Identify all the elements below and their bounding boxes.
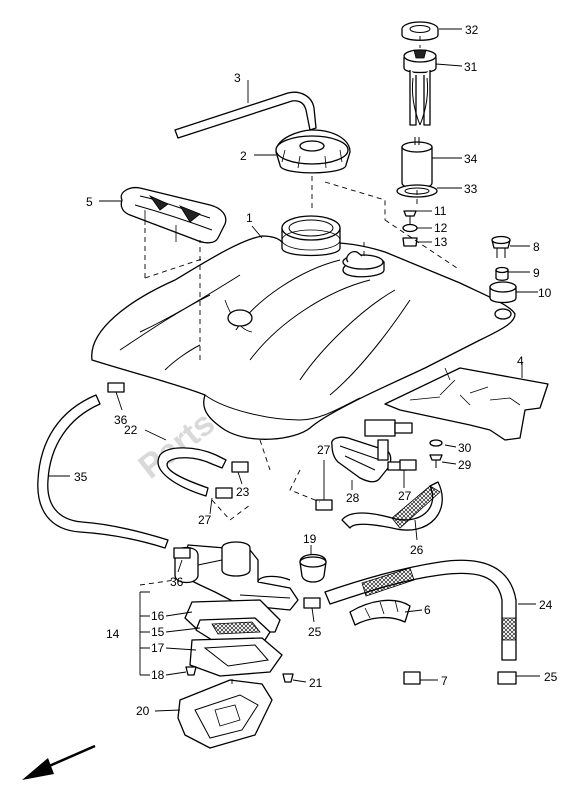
- callout-23: 23: [236, 485, 250, 499]
- fuel-tank: [91, 215, 516, 440]
- callout-36b: 36: [170, 575, 184, 589]
- callout-19: 19: [303, 532, 317, 546]
- callout-36a: 36: [114, 413, 128, 427]
- screw-18: [185, 666, 197, 676]
- callout-7: 7: [441, 674, 448, 688]
- callout-21: 21: [309, 676, 323, 690]
- filler-neck: [281, 215, 341, 257]
- callout-5: 5: [86, 195, 93, 209]
- clamp-7: [403, 671, 421, 685]
- seat-cushion-rubber: [120, 186, 227, 244]
- assembly-lines: [139, 36, 461, 684]
- rubber-pad-6: [349, 599, 411, 626]
- callout-18: 18: [151, 668, 165, 682]
- nut-13: [402, 237, 418, 247]
- clamp-27b: [315, 499, 333, 511]
- hose-26: [341, 481, 443, 531]
- callout-30: 30: [458, 441, 472, 455]
- tank-guard-plate: [384, 367, 549, 441]
- callout-14: 14: [106, 627, 120, 641]
- callout-labels: 1 2 3 4 5 6 7 8 9 10 11 12 13 14 15 16 1…: [74, 23, 558, 718]
- callout-2: 2: [240, 149, 247, 163]
- drain-hose-35: [37, 394, 169, 549]
- clamp-27a: [215, 487, 233, 499]
- breather-hose: [174, 91, 317, 139]
- front-direction-arrow-icon: [22, 744, 96, 780]
- callout-27b: 27: [317, 443, 331, 457]
- callout-33: 33: [464, 182, 478, 196]
- clamp-36b: [173, 547, 191, 559]
- callout-17: 17: [151, 641, 165, 655]
- callout-12: 12: [434, 221, 448, 235]
- clamp-27c: [399, 459, 417, 471]
- bolt-8: [491, 235, 511, 258]
- callout-10: 10: [538, 286, 552, 300]
- screw-21: [282, 673, 294, 683]
- screw-29: [429, 454, 443, 468]
- washer-12: [402, 223, 418, 233]
- callout-31: 31: [464, 60, 478, 74]
- float-tube-34: [401, 137, 433, 189]
- clamp-25b: [497, 671, 517, 685]
- callout-24: 24: [539, 598, 553, 612]
- pump-cover-20: [177, 679, 273, 749]
- fuel-cap: [275, 129, 351, 174]
- leader-lines: [48, 28, 540, 712]
- callout-15: 15: [151, 625, 165, 639]
- cushion-10: [489, 281, 517, 304]
- callout-20: 20: [136, 704, 150, 718]
- callout-25a: 25: [308, 625, 322, 639]
- callout-22: 22: [124, 423, 138, 437]
- callout-27c: 27: [398, 489, 412, 503]
- callout-34: 34: [464, 152, 478, 166]
- collar-9: [495, 266, 509, 281]
- callout-16: 16: [151, 609, 165, 623]
- callout-6: 6: [424, 603, 431, 617]
- callout-29: 29: [458, 458, 472, 472]
- callout-8: 8: [533, 240, 540, 254]
- fuel-level-sender-31: [403, 49, 437, 126]
- clamp-23: [231, 461, 249, 473]
- callout-11: 11: [434, 204, 447, 218]
- washer-30: [429, 439, 443, 447]
- pump-base-17: [189, 637, 283, 677]
- callout-4: 4: [517, 354, 524, 368]
- callout-28: 28: [346, 491, 360, 505]
- callout-9: 9: [533, 266, 540, 280]
- fuel-pump: [174, 541, 299, 611]
- clamp-36a: [107, 382, 125, 393]
- callout-1: 1: [246, 211, 253, 225]
- fuel-cock-28: [331, 419, 413, 483]
- callout-27a: 27: [198, 513, 212, 527]
- callout-13: 13: [434, 235, 448, 249]
- hose-22: [157, 447, 227, 497]
- callout-3: 3: [234, 71, 241, 85]
- bracket-14: [139, 591, 150, 676]
- callout-32: 32: [465, 23, 479, 37]
- callout-26: 26: [410, 543, 424, 557]
- clamp-25a: [303, 597, 321, 609]
- callout-35: 35: [74, 470, 88, 484]
- screw-11: [403, 210, 417, 224]
- callout-25b: 25: [544, 670, 558, 684]
